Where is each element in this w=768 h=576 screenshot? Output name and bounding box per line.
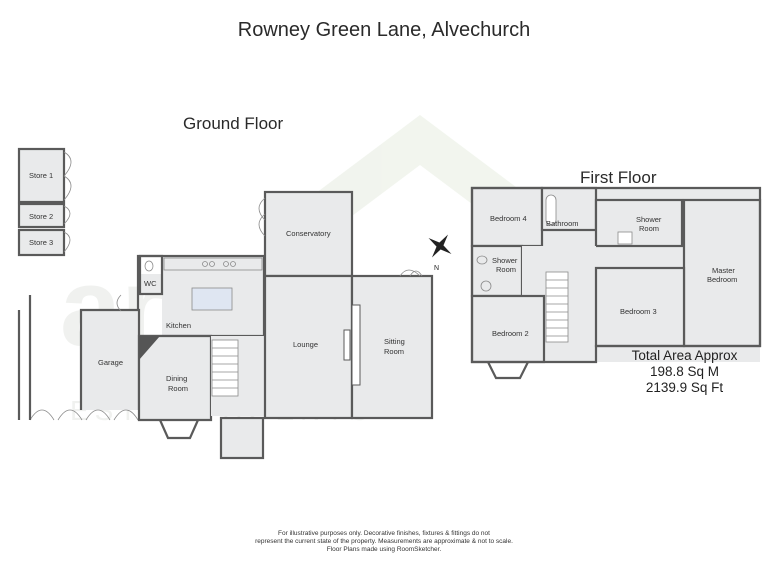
dining-label-1: Dining bbox=[166, 374, 187, 383]
svg-text:N: N bbox=[434, 265, 439, 272]
shower-room-2 bbox=[472, 246, 522, 296]
master-label-1: Master bbox=[712, 266, 735, 275]
shower2-label-2: Room bbox=[496, 265, 516, 274]
bedroom4-label: Bedroom 4 bbox=[490, 214, 527, 223]
sitting-room bbox=[352, 276, 432, 418]
first-floor-heading: First Floor bbox=[580, 168, 657, 187]
store3-room bbox=[19, 230, 64, 255]
sitting-label-1: Sitting bbox=[384, 337, 405, 346]
store1-room bbox=[19, 149, 64, 202]
plan-title: Rowney Green Lane, Alvechurch bbox=[237, 19, 531, 41]
bedroom3-room bbox=[596, 268, 684, 346]
dining-room bbox=[139, 336, 211, 420]
bedroom2-label: Bedroom 2 bbox=[492, 329, 529, 338]
store2-label: Store 2 bbox=[29, 212, 53, 221]
disclaimer-line-1: For illustrative purposes only. Decorati… bbox=[278, 530, 490, 537]
bathroom-label: Bathroom bbox=[546, 219, 579, 228]
garage-label: Garage bbox=[98, 358, 123, 367]
disclaimer: For illustrative purposes only. Decorati… bbox=[0, 530, 768, 554]
conservatory-room bbox=[265, 192, 352, 276]
total-area: Total Area Approx 198.8 Sq M 2139.9 Sq F… bbox=[612, 348, 757, 396]
lounge-room bbox=[265, 276, 352, 418]
kitchen-label: Kitchen bbox=[166, 321, 191, 330]
total-area-sqm: 198.8 Sq M bbox=[649, 364, 720, 379]
lounge-label: Lounge bbox=[293, 340, 318, 349]
total-area-heading: Total Area Approx bbox=[631, 348, 738, 363]
garage-room bbox=[81, 310, 139, 410]
first-floor-plan: Bedroom 4 Bathroom Shower Room Shower Ro… bbox=[470, 186, 762, 380]
conservatory-label: Conservatory bbox=[286, 229, 331, 238]
ground-floor-plan: N Store 1 Store 2 Store 3 Conservatory W… bbox=[17, 147, 452, 460]
bedroom4-room bbox=[472, 188, 542, 246]
shower-room-1 bbox=[596, 200, 682, 246]
total-area-sqft: 2139.9 Sq Ft bbox=[645, 380, 724, 395]
bedroom3-label: Bedroom 3 bbox=[620, 307, 657, 316]
master-label-2: Bedroom bbox=[707, 275, 737, 284]
disclaimer-line-3: Floor Plans made using RoomSketcher. bbox=[326, 546, 442, 553]
store2-room bbox=[19, 204, 64, 227]
bedroom2-room bbox=[472, 296, 544, 362]
disclaimer-line-2: represent the current state of the prope… bbox=[255, 538, 513, 545]
shower1-label-2: Room bbox=[639, 224, 659, 233]
compass-icon: N bbox=[428, 234, 452, 272]
shower2-label-1: Shower bbox=[492, 256, 518, 265]
wc-label: WC bbox=[144, 279, 157, 288]
wc-room bbox=[140, 274, 162, 294]
store3-label: Store 3 bbox=[29, 238, 53, 247]
porch bbox=[221, 418, 263, 458]
shower1-label-1: Shower bbox=[636, 215, 662, 224]
master-bedroom bbox=[684, 200, 760, 346]
store1-label: Store 1 bbox=[29, 171, 53, 180]
sitting-label-2: Room bbox=[384, 347, 404, 356]
ground-floor-heading: Ground Floor bbox=[183, 114, 284, 133]
dining-label-2: Room bbox=[168, 384, 188, 393]
